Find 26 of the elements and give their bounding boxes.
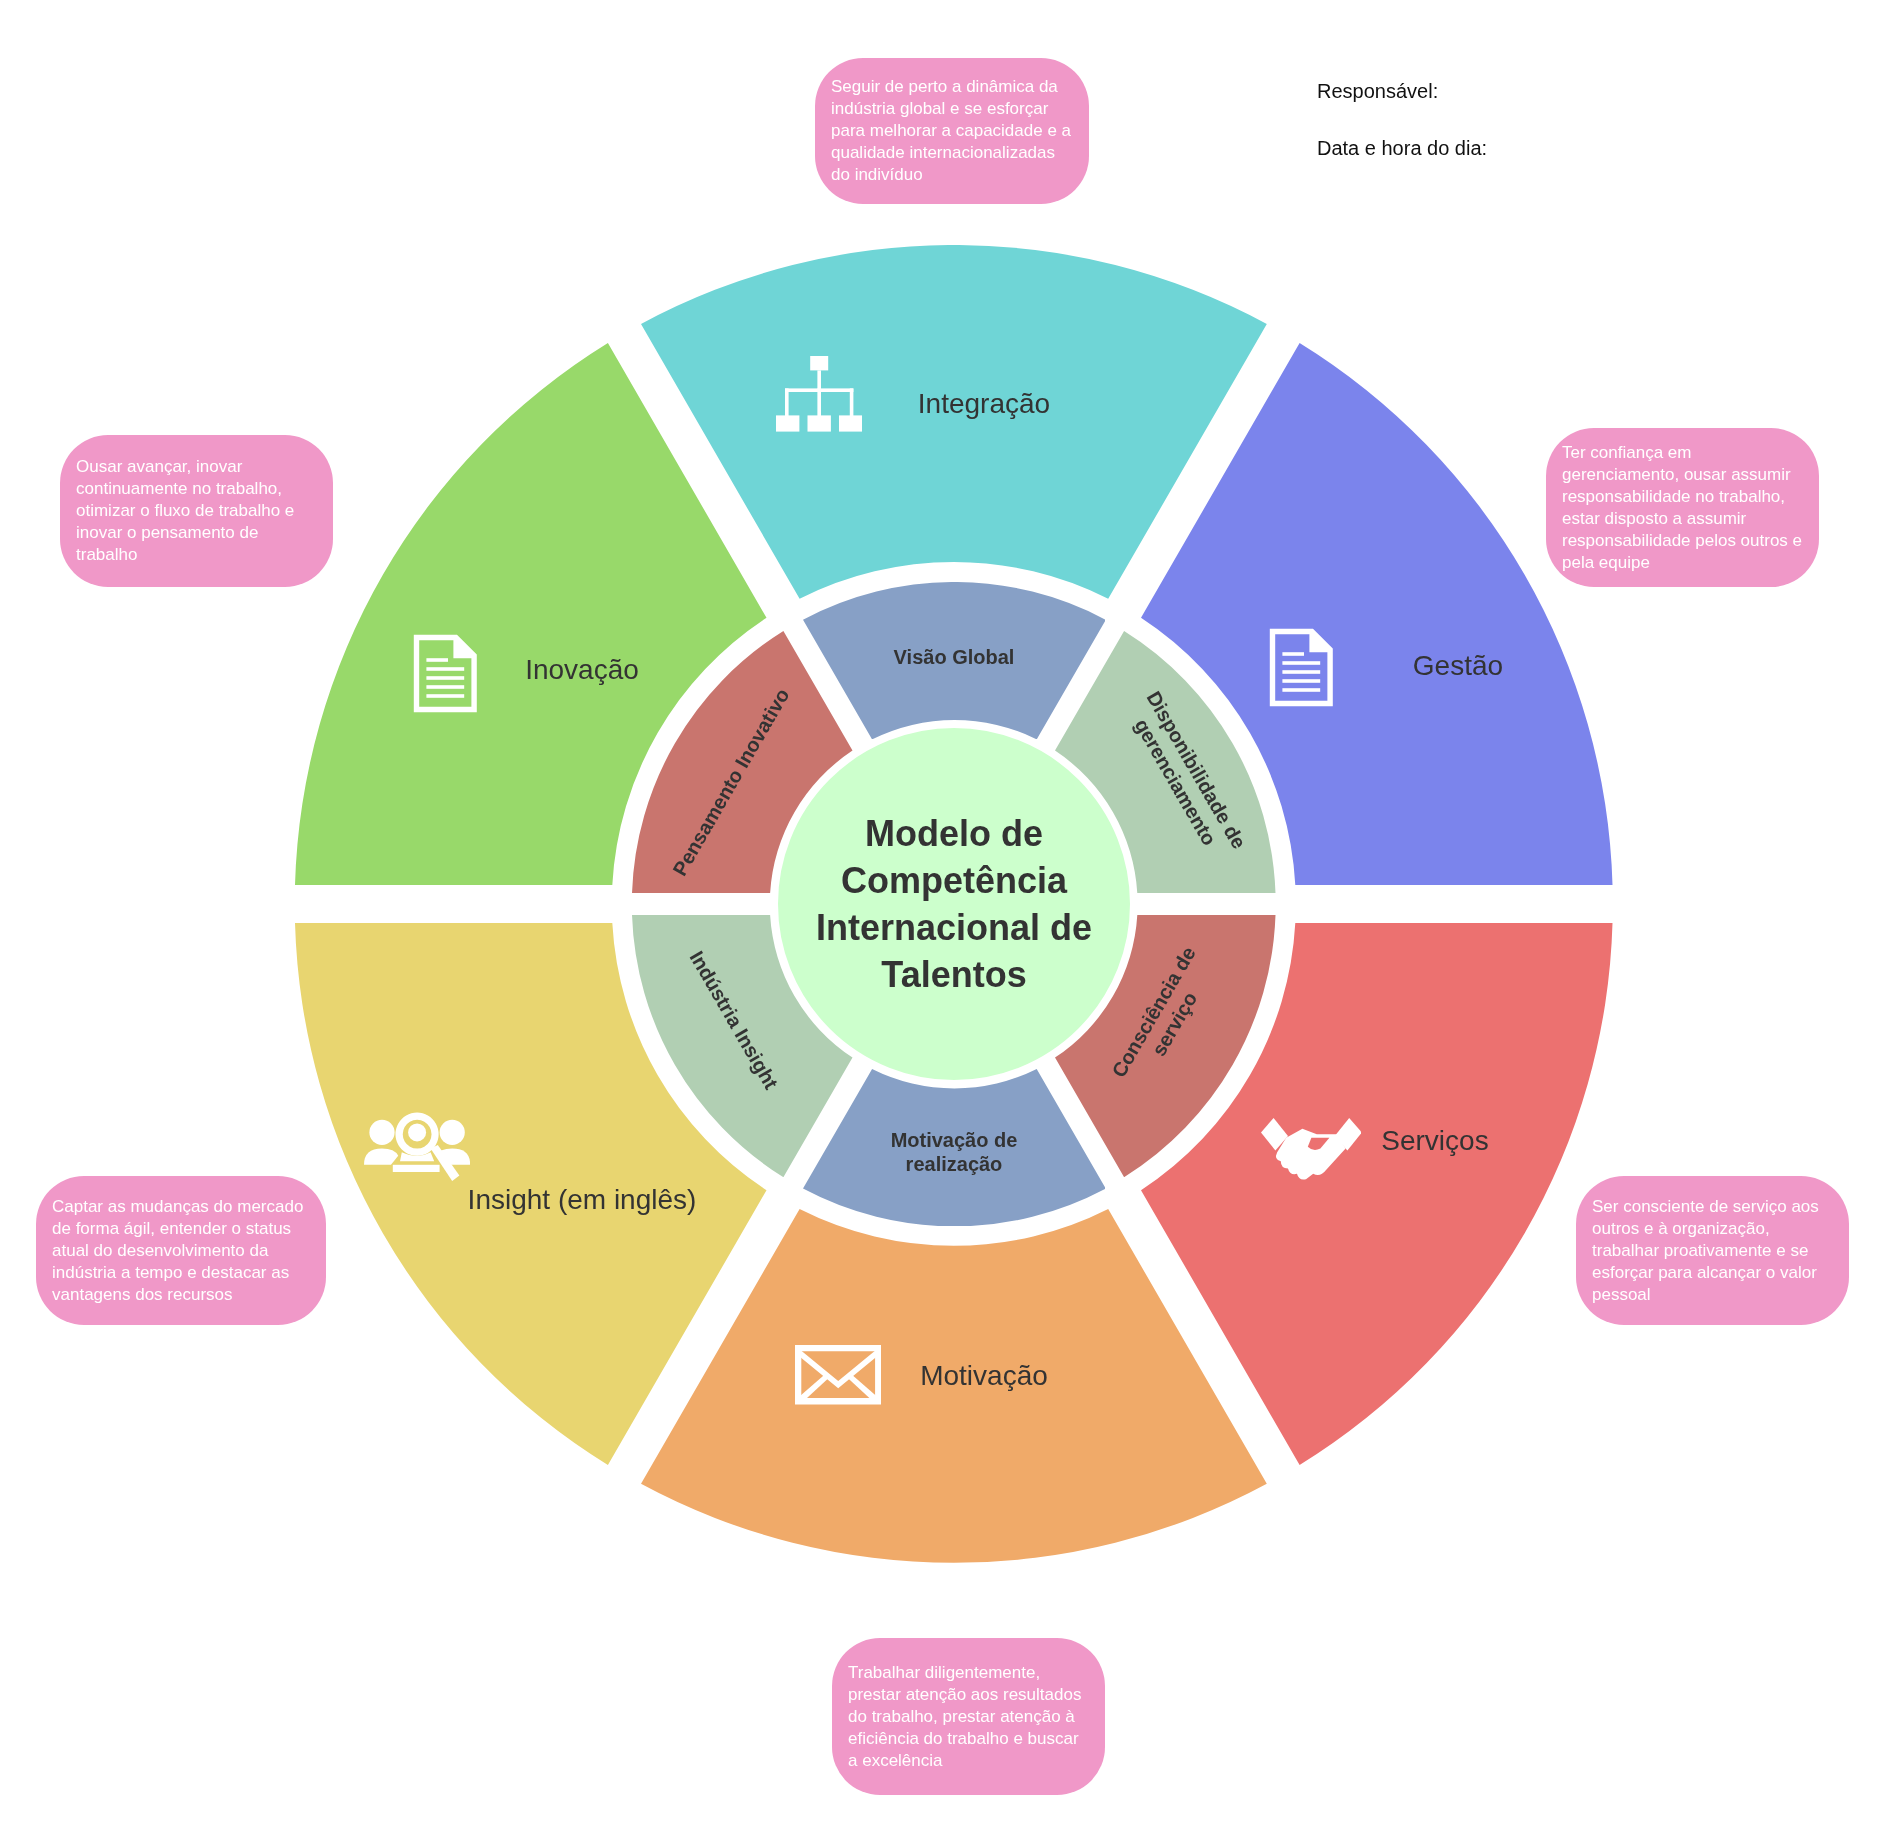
description-text: Seguir de perto a dinâmica da indústria global e se esforçar para melhorar a capacidade e a qualidade internacionalizadas do indivíduo	[831, 76, 1073, 186]
description-text: Ser consciente de serviço aos outros e à organização, trabalhar proativamente e se esforçar para alcançar o valor pessoal	[1592, 1195, 1820, 1306]
segment-title: Integração	[917, 388, 1051, 420]
segment-title: Serviços	[1381, 1125, 1489, 1157]
description-text: Ter confiança em gerenciamento, ousar assumir responsabilidade no trabalho, estar disposto a assumir responsabilidade pelos outros e pela equipe	[1562, 441, 1803, 574]
segment-title: Inovação	[525, 654, 639, 686]
description-text: Ousar avançar, inovar continuamente no trabalho, otimizar o fluxo de trabalho e inovar o pensamento de trabalho	[76, 456, 296, 566]
description-box	[832, 1638, 1105, 1795]
description-box	[815, 58, 1089, 204]
description-text: Trabalhar diligentemente, prestar atenção aos resultados do trabalho, prestar atenção à eficiência do trabalho e buscar a excelência	[848, 1661, 1083, 1772]
description-text: Captar as mudanças do mercado de forma ágil, entender o status atual do desenvolvimento da indústria a tempo e destacar as vantagens dos recursos	[52, 1195, 305, 1306]
wheel-segment	[641, 245, 1267, 599]
form-label: Responsável:	[1317, 80, 1439, 103]
wheel-segment	[802, 1068, 1106, 1226]
segment-label: Motivação de realização	[889, 1128, 1019, 1176]
wheel-segment	[802, 582, 1106, 740]
description-box	[1546, 428, 1819, 587]
segment-title: Motivação	[920, 1360, 1048, 1392]
segment-title: Gestão	[1412, 650, 1504, 682]
description-box	[36, 1176, 326, 1325]
center-title: Modelo de Competência Internacional de Talentos	[814, 812, 1094, 997]
segment-label: Visão Global	[892, 645, 1016, 669]
description-box	[1576, 1176, 1849, 1325]
description-box	[60, 435, 333, 587]
form-label: Data e hora do dia:	[1317, 137, 1488, 160]
segment-title: Insight (em inglês)	[467, 1184, 697, 1216]
